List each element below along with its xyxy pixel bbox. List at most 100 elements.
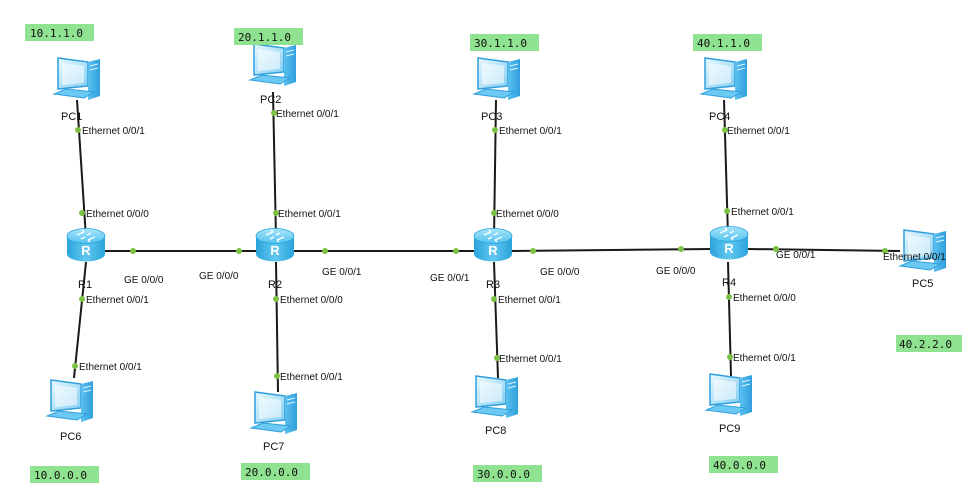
net-label-20-0-0-0: 20.0.0.0	[241, 463, 310, 480]
port-dot	[492, 127, 498, 133]
device-label: PC7	[263, 441, 284, 453]
net-label-bg	[234, 28, 303, 45]
port-label: Ethernet 0/0/1	[499, 126, 562, 137]
pc-icon	[471, 375, 519, 419]
net-label-text: 40.1.1.0	[697, 37, 750, 50]
port-label: GE 0/0/0	[540, 267, 580, 278]
link-pc1-r1[interactable]	[76, 99, 87, 239]
router-icon	[255, 227, 295, 263]
link-pc7-r2[interactable]	[275, 261, 279, 393]
port-dot	[271, 110, 277, 116]
port-dot	[726, 294, 732, 300]
device-label: PC6	[60, 431, 81, 443]
port-dot	[236, 248, 242, 254]
device-label: PC2	[260, 94, 281, 106]
router-r1[interactable]: R1	[66, 227, 106, 292]
port-label: Ethernet 0/0/1	[727, 126, 790, 137]
port-label: Ethernet 0/0/1	[276, 109, 339, 120]
device-label: R4	[722, 277, 736, 289]
pc-icon	[46, 379, 94, 423]
net-label-20-1-1-0: 20.1.1.0	[234, 28, 303, 45]
port-dot	[79, 210, 85, 216]
port-label: Ethernet 0/0/0	[280, 295, 343, 306]
port-label: Ethernet 0/0/1	[733, 353, 796, 364]
net-label-bg	[473, 465, 542, 482]
net-label-40-2-2-0: 40.2.2.0	[896, 335, 962, 352]
net-label-30-1-1-0: 30.1.1.0	[470, 34, 539, 51]
net-label-bg	[470, 34, 539, 51]
port-dot	[273, 210, 279, 216]
port-dot	[882, 248, 888, 254]
device-label: R1	[78, 279, 92, 291]
port-dot	[274, 373, 280, 379]
pc-pc3[interactable]: PC3	[473, 57, 521, 123]
pc-pc2[interactable]: PC2	[249, 43, 297, 106]
port-label: Ethernet 0/0/1	[499, 354, 562, 365]
port-dot	[273, 296, 279, 302]
router-r3[interactable]: R3	[473, 227, 513, 292]
net-label-bg	[896, 335, 962, 352]
net-label-text: 30.0.0.0	[477, 468, 530, 481]
device-label: R3	[486, 279, 500, 291]
port-dot	[773, 246, 779, 252]
port-dot	[724, 208, 730, 214]
net-label-text: 20.0.0.0	[245, 466, 298, 479]
device-label: PC9	[719, 423, 740, 435]
net-label-bg	[25, 24, 94, 41]
pc-icon	[705, 373, 753, 417]
net-label-text: 10.1.1.0	[30, 27, 83, 40]
port-label: Ethernet 0/0/1	[278, 209, 341, 220]
port-label: Ethernet 0/0/1	[498, 295, 561, 306]
port-label: GE 0/0/1	[776, 250, 816, 261]
port-label: Ethernet 0/0/1	[82, 126, 145, 137]
port-dot	[79, 296, 85, 302]
pc-pc4[interactable]: PC4	[700, 57, 748, 123]
pc-pc6[interactable]: PC6	[46, 379, 94, 443]
net-label-text: 20.1.1.0	[238, 31, 291, 44]
router-r4[interactable]: R4	[709, 225, 749, 290]
link-r4-pc5[interactable]	[747, 248, 901, 252]
port-dot	[453, 248, 459, 254]
port-dot	[722, 127, 728, 133]
pc-icon	[899, 229, 947, 273]
port-label: Ethernet 0/0/1	[731, 207, 794, 218]
port-label: Ethernet 0/0/1	[79, 362, 142, 373]
port-dot	[530, 248, 536, 254]
device-label: PC4	[709, 111, 730, 123]
device-label: PC3	[481, 111, 502, 123]
pc-pc8[interactable]: PC8	[471, 375, 519, 437]
port-dot	[678, 246, 684, 252]
port-label: GE 0/0/0	[199, 271, 239, 282]
port-label: GE 0/0/1	[322, 267, 362, 278]
pc-icon	[700, 57, 748, 101]
net-label-text: 30.1.1.0	[474, 37, 527, 50]
router-icon	[66, 227, 106, 263]
pc-pc1[interactable]: PC1	[53, 57, 101, 123]
router-icon	[709, 225, 749, 261]
port-label: Ethernet 0/0/1	[883, 252, 946, 263]
net-label-40-1-1-0: 40.1.1.0	[693, 34, 762, 51]
port-label: Ethernet 0/0/0	[496, 209, 559, 220]
router-icon	[473, 227, 513, 263]
net-label-bg	[30, 466, 99, 483]
pc-pc9[interactable]: PC9	[705, 373, 753, 435]
pc-pc7[interactable]: PC7	[250, 391, 298, 453]
port-dot	[491, 210, 497, 216]
port-label: Ethernet 0/0/1	[280, 372, 343, 383]
port-labels-layer: Ethernet 0/0/1 Ethernet 0/0/0 Ethernet 0…	[79, 109, 946, 383]
pc-pc5[interactable]: PC5	[899, 229, 947, 290]
device-label: R2	[268, 279, 282, 291]
net-label-bg	[241, 463, 310, 480]
pc-icon	[473, 57, 521, 101]
net-label-10-1-1-0: 10.1.1.0	[25, 24, 94, 41]
port-dot	[72, 363, 78, 369]
port-dot	[491, 296, 497, 302]
net-label-bg	[693, 34, 762, 51]
link-pc6-r1[interactable]	[73, 261, 87, 379]
port-label: Ethernet 0/0/0	[733, 293, 796, 304]
port-dot	[494, 355, 500, 361]
pc-icon	[250, 391, 298, 435]
router-r2[interactable]: R2	[255, 227, 295, 292]
net-label-30-0-0-0: 30.0.0.0	[473, 465, 542, 482]
